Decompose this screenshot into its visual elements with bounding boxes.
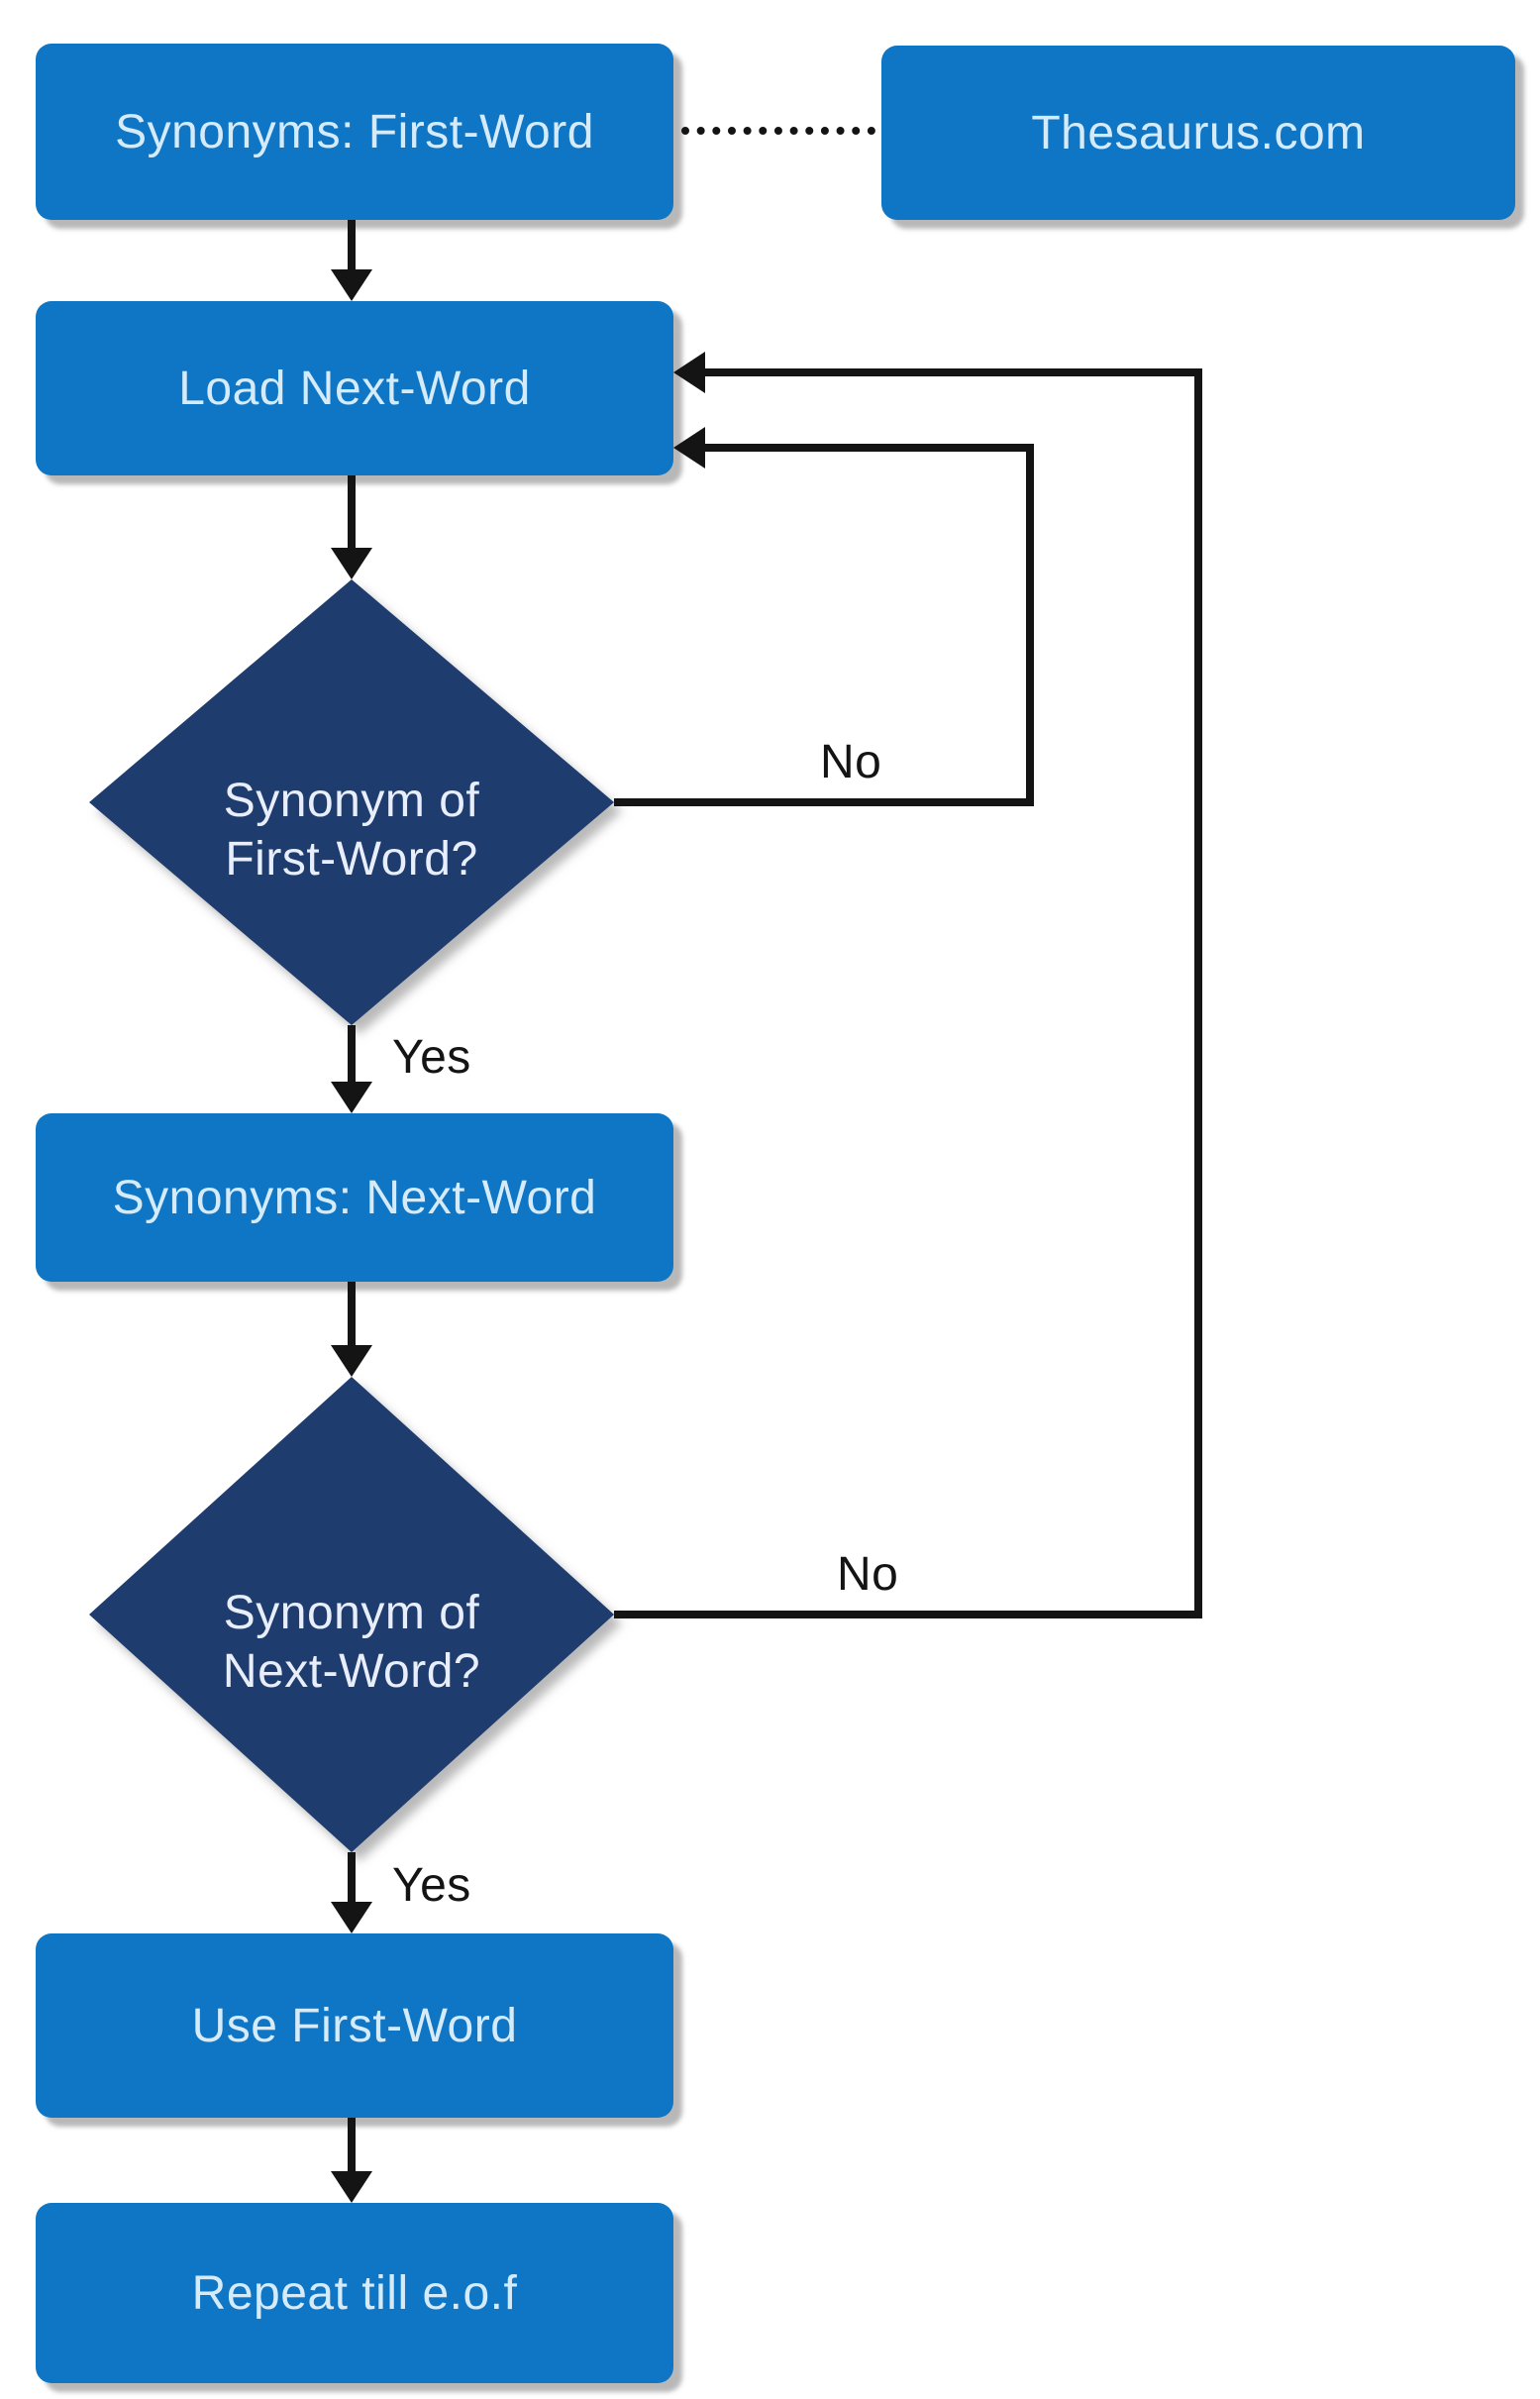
connector-yes-decision2 [348, 1852, 356, 1904]
edge-label-yes-first: Yes [392, 1031, 471, 1084]
connector-first-to-load [348, 220, 356, 273]
connector-no1-horizontal [614, 798, 1034, 806]
node-decision-synonym-of-next-word: Synonym of Next-Word? [89, 1377, 614, 1852]
edge-label-no-first: No [820, 736, 882, 788]
connector-no2-return [703, 368, 1202, 376]
node-repeat-till-eof: Repeat till e.o.f [36, 2203, 673, 2383]
node-load-next-word: Load Next-Word [36, 301, 673, 475]
node-synonyms-first-word: Synonyms: First-Word [36, 44, 673, 220]
arrowhead-yes-decision2 [331, 1902, 372, 1933]
arrowhead-use-to-repeat [331, 2171, 372, 2203]
arrowhead-first-to-load [331, 269, 372, 301]
decision-label: Synonym of First-Word? [223, 775, 480, 886]
arrowhead-no2-into-load [673, 352, 705, 393]
edge-label-yes-next: Yes [392, 1859, 471, 1912]
node-thesaurus-com: Thesaurus.com [881, 46, 1515, 220]
arrowhead-next-to-decision2 [331, 1345, 372, 1377]
arrowhead-load-to-decision1 [331, 548, 372, 579]
connector-yes-decision1 [348, 1025, 356, 1084]
node-decision-synonym-of-first-word: Synonym of First-Word? [89, 579, 614, 1025]
node-use-first-word: Use First-Word [36, 1933, 673, 2118]
decision-label: Synonym of Next-Word? [222, 1587, 481, 1698]
edge-label-no-next: No [837, 1548, 899, 1601]
connector-no2-horizontal [614, 1611, 1202, 1618]
connector-no2-vertical [1194, 368, 1202, 1618]
arrowhead-no1-into-load [673, 427, 705, 469]
connector-use-to-repeat [348, 2118, 356, 2173]
arrowhead-yes-decision1 [331, 1082, 372, 1113]
connector-dotted-thesaurus [681, 127, 875, 135]
node-synonyms-next-word: Synonyms: Next-Word [36, 1113, 673, 1282]
connector-no1-return [703, 444, 1034, 452]
connector-load-to-decision1 [348, 475, 356, 550]
connector-next-to-decision2 [348, 1282, 356, 1349]
connector-no1-vertical [1026, 444, 1034, 806]
